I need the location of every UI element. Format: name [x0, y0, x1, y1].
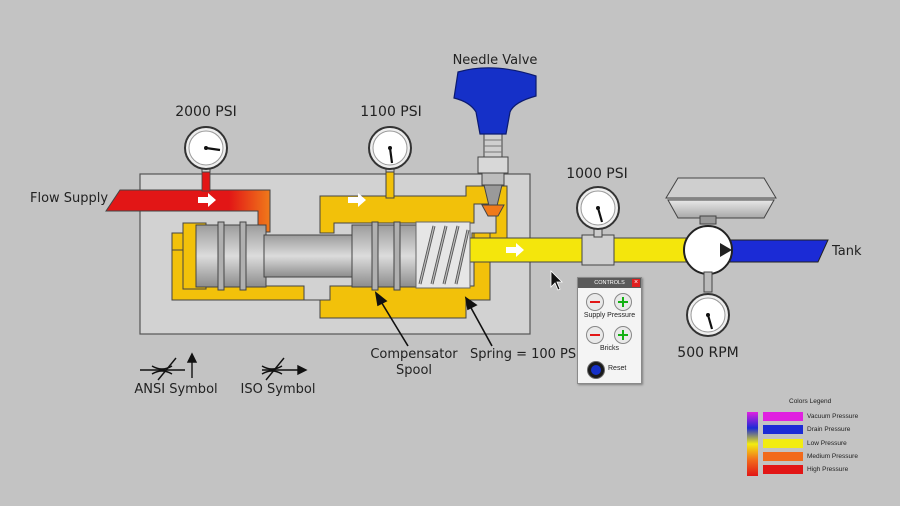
- supply-pipe: [105, 189, 271, 233]
- supply-pressure-label: Supply Pressure: [583, 312, 636, 319]
- cursor-arrow-icon: [550, 270, 563, 291]
- reset-icon: [591, 365, 601, 375]
- legend-title: Colors Legend: [789, 398, 832, 405]
- controls-title: CONTROLS: [594, 280, 625, 286]
- bricks-increase-button[interactable]: [614, 326, 632, 344]
- gauge-outlet: [576, 186, 620, 266]
- drain-pipe: [719, 239, 829, 263]
- legend-swatch: [763, 465, 803, 475]
- spring-label: Spring = 100 PSI: [470, 347, 580, 362]
- controls-panel: CONTROLS × Supply Pressure Bricks Reset: [577, 277, 642, 384]
- bricks-label: Bricks: [599, 345, 620, 352]
- legend-label: Vacuum Pressure: [807, 413, 859, 420]
- close-icon[interactable]: ×: [632, 279, 640, 287]
- bricks-decrease-button[interactable]: [586, 326, 604, 344]
- legend-swatch: [763, 412, 803, 421]
- reset-button[interactable]: [587, 361, 605, 379]
- reset-label: Reset: [608, 365, 627, 372]
- controls-titlebar[interactable]: CONTROLS ×: [578, 278, 641, 288]
- legend-swatch: [763, 438, 803, 448]
- legend-label: Medium Pressure: [807, 452, 858, 460]
- needle-valve-label: Needle Valve: [452, 53, 538, 68]
- gauge-supply: [184, 126, 228, 173]
- plus-icon-vertical: [622, 330, 624, 340]
- legend-swatch: [763, 451, 803, 461]
- minus-icon: [590, 334, 600, 336]
- callout-arrows: [374, 291, 493, 347]
- iso-symbol: [261, 357, 308, 381]
- legend-swatch: [763, 425, 803, 435]
- flow-supply-label: Flow Supply: [30, 191, 109, 206]
- minus-icon: [590, 301, 600, 303]
- ansi-label: ANSI Symbol: [134, 382, 218, 397]
- spring: [415, 221, 471, 289]
- plus-icon-vertical: [622, 297, 624, 307]
- legend-label: Drain Pressure: [807, 426, 851, 434]
- compensator-spool: [195, 221, 417, 291]
- gauge-comp-label: 1100 PSI: [360, 104, 422, 120]
- iso-label: ISO Symbol: [240, 382, 316, 397]
- gauge-supply-label: 2000 PSI: [175, 104, 237, 120]
- low-pressure-passages: [171, 167, 508, 319]
- tank-label: Tank: [832, 244, 862, 259]
- supply-decrease-button[interactable]: [586, 293, 604, 311]
- legend-label: High Pressure: [807, 466, 849, 474]
- rpm-label: 500 RPM: [677, 345, 739, 361]
- legend-label: Low Pressure: [807, 439, 847, 447]
- motor: [665, 177, 777, 337]
- compensator-label-1: Compensator: [370, 347, 458, 362]
- flow-arrow-icon: [198, 193, 524, 257]
- supply-increase-button[interactable]: [614, 293, 632, 311]
- needle-valve: [453, 67, 537, 217]
- gauge-compensator: [368, 126, 412, 173]
- legend-gradient: [747, 412, 758, 476]
- compensator-label-2: Spool: [395, 363, 433, 378]
- ansi-symbol: [140, 352, 198, 381]
- gauge-out-label: 1000 PSI: [566, 166, 628, 182]
